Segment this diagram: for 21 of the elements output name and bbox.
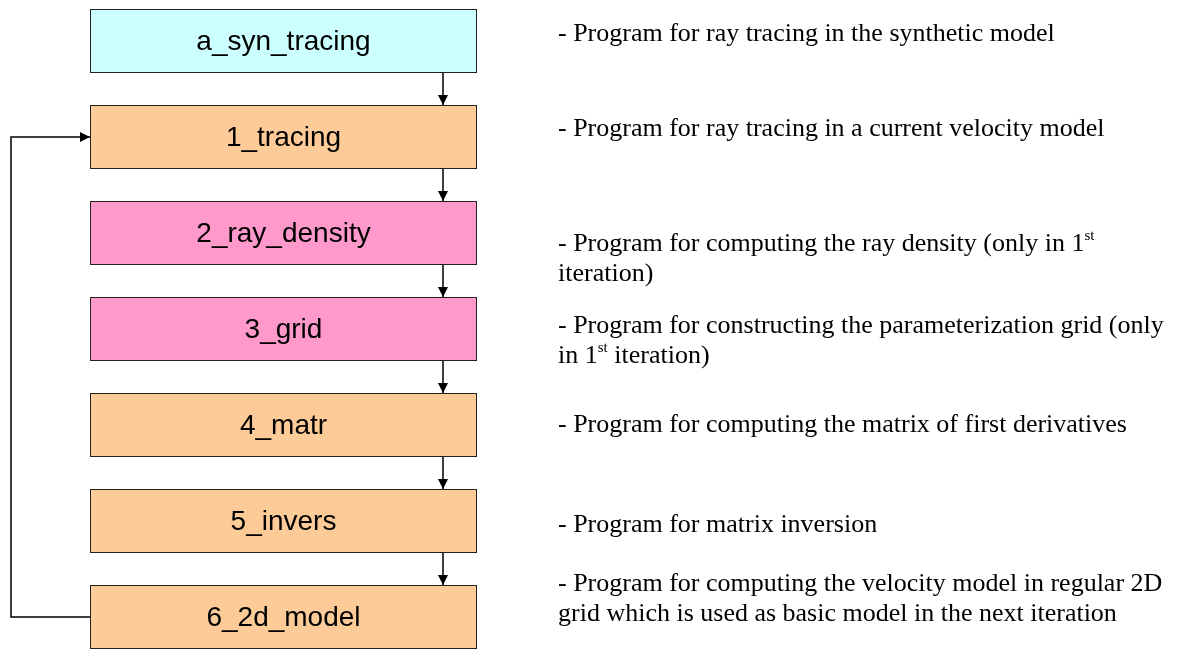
description-text: - Program for matrix inversion — [558, 509, 879, 539]
process-box: 6_2d_model — [90, 585, 477, 649]
process-box: 4_matr — [90, 393, 477, 457]
process-box: 3_grid — [90, 297, 477, 361]
description-text: - Program for computing the velocity model in regular 2D grid which is used as basic model in the next iteration — [558, 568, 1164, 628]
arrow — [438, 72, 448, 106]
description-text: - Program for computing the matrix of first derivatives — [558, 409, 1128, 439]
process-box: 5_invers — [90, 489, 477, 553]
arrow — [438, 360, 448, 394]
arrow — [438, 168, 448, 202]
process-box: 2_ray_density — [90, 201, 477, 265]
process-box: a_syn_tracing — [90, 9, 477, 73]
description-text: - Program for computing the ray density (only in 1$^{st}$ iteration) — [558, 228, 1096, 288]
arrow — [438, 456, 448, 490]
arrow — [10, 132, 91, 618]
arrow — [438, 264, 448, 298]
description-text: - Program for ray tracing in a current velocity model — [558, 113, 1106, 143]
description-text: - Program for constructing the parameterization grid (only in 1$^{st}$ iteration) — [558, 310, 1165, 370]
arrow — [438, 552, 448, 586]
process-box: 1_tracing — [90, 105, 477, 169]
description-text: - Program for ray tracing in the synthetic model — [558, 18, 1056, 48]
